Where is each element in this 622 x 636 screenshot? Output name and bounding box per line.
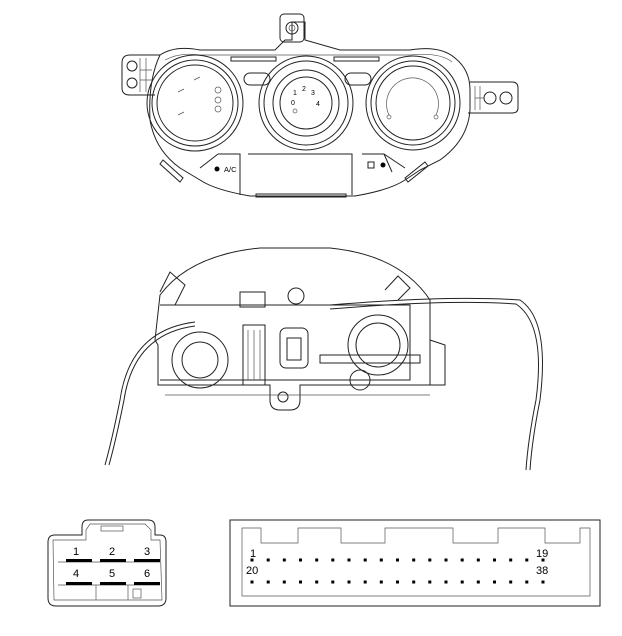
pin-terminal bbox=[509, 580, 513, 584]
pin-label-2: 2 bbox=[109, 546, 115, 558]
pin-terminal bbox=[412, 580, 416, 584]
fan-speed-3: 3 bbox=[311, 90, 315, 97]
pin-terminal bbox=[134, 582, 160, 585]
pin-label-1: 1 bbox=[73, 546, 79, 558]
pin-terminal bbox=[509, 558, 513, 562]
ac-button-label: A/C bbox=[224, 165, 237, 174]
pin-terminal bbox=[444, 580, 448, 584]
pin-terminal bbox=[379, 580, 383, 584]
pin-terminal bbox=[315, 580, 319, 584]
pin-terminal bbox=[299, 580, 302, 584]
pin-terminal bbox=[299, 558, 302, 562]
pin-label-5: 5 bbox=[109, 568, 115, 580]
pin-terminal bbox=[266, 580, 270, 584]
control-panel-rear-view bbox=[104, 247, 543, 471]
pin-terminal bbox=[428, 580, 432, 584]
pin-terminal bbox=[100, 582, 126, 585]
pin-terminal bbox=[541, 558, 545, 562]
pin-terminal bbox=[525, 580, 529, 584]
pin-terminal bbox=[412, 558, 416, 562]
pin-terminal bbox=[460, 580, 464, 584]
pin-terminal bbox=[250, 580, 254, 584]
connector-38-pin: 1 19 20 38 bbox=[229, 519, 601, 607]
pin-label-4: 4 bbox=[73, 568, 79, 580]
fan-speed-0: 0 bbox=[291, 100, 295, 107]
pin-terminal bbox=[347, 580, 351, 584]
fan-speed-4: 4 bbox=[316, 101, 320, 108]
rear-defrost-icon bbox=[367, 161, 375, 169]
pin-terminal bbox=[347, 558, 351, 562]
temperature-dial bbox=[365, 55, 461, 151]
pin-label-38: 38 bbox=[536, 565, 548, 577]
pin-label-19: 19 bbox=[536, 548, 548, 560]
pin-terminal bbox=[363, 580, 367, 584]
pin-terminal bbox=[428, 558, 432, 562]
pin-terminal bbox=[100, 559, 126, 562]
pin-terminal bbox=[282, 558, 286, 562]
pin-terminal bbox=[525, 558, 529, 562]
pin-terminal bbox=[266, 558, 270, 562]
pin-label-20: 20 bbox=[246, 565, 258, 577]
pin-terminal bbox=[476, 580, 480, 584]
pin-terminal bbox=[66, 559, 92, 562]
pin-terminal bbox=[476, 558, 480, 562]
ac-indicator-icon bbox=[214, 166, 220, 172]
pin-terminal bbox=[379, 558, 383, 562]
pin-terminal bbox=[66, 582, 92, 585]
pin-terminal bbox=[493, 580, 496, 584]
pin-terminal bbox=[315, 558, 319, 562]
pin-terminal bbox=[444, 558, 448, 562]
pin-terminal bbox=[331, 558, 335, 562]
connector-6-pin: 1 2 3 4 5 6 bbox=[47, 519, 167, 607]
pin-terminal bbox=[331, 580, 335, 584]
pin-terminal bbox=[460, 558, 464, 562]
mode-dial bbox=[146, 54, 244, 152]
pin-label-1: 1 bbox=[250, 548, 256, 560]
pin-terminal bbox=[250, 558, 254, 562]
pin-terminal bbox=[363, 558, 367, 562]
fan-speed-2: 2 bbox=[302, 86, 306, 93]
pin-label-6: 6 bbox=[144, 568, 150, 580]
pin-terminal bbox=[134, 559, 160, 562]
pin-terminal bbox=[396, 580, 399, 584]
pin-terminal bbox=[493, 558, 496, 562]
control-panel-front-view: 0 1 2 3 4 A/C bbox=[121, 13, 519, 198]
pin-label-3: 3 bbox=[144, 546, 150, 558]
pin-terminal bbox=[541, 580, 545, 584]
pin-terminal bbox=[396, 558, 399, 562]
fan-speed-1: 1 bbox=[293, 90, 297, 97]
rear-defrost-indicator-icon bbox=[380, 162, 386, 168]
fan-speed-dial: 0 1 2 3 4 bbox=[258, 55, 354, 151]
pin-terminal bbox=[282, 580, 286, 584]
